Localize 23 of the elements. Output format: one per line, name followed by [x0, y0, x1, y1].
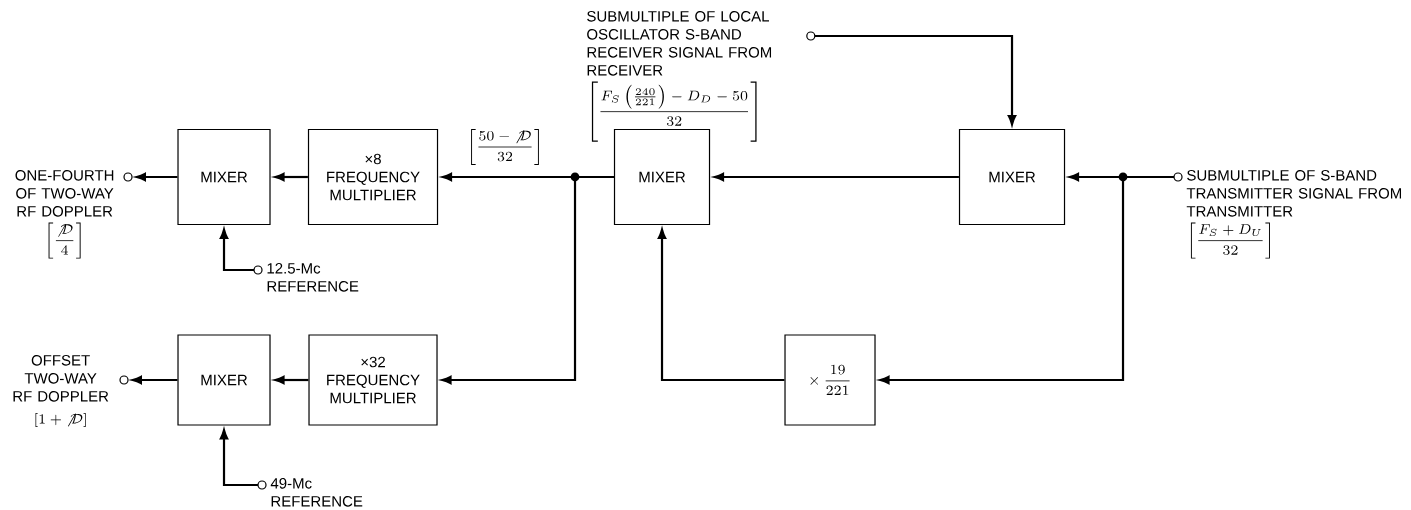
arrow — [219, 228, 254, 272]
mixer-box: MIXER — [613, 128, 711, 226]
terminal-label: OFFSET TWO-WAY RF DOPPLER $\left[1+{\not\mathcal{D}}\right]$ — [13, 355, 129, 427]
arrow — [131, 375, 178, 385]
arrow — [657, 228, 785, 382]
terminal-label: 12.5-Mc REFERENCE — [253, 263, 359, 292]
mixer-box: MIXER — [177, 128, 271, 226]
terminal-label: SUBMULTIPLE OF S-BAND TRANSMITTER SIGNAL FROM TRANSMITTER $\left[\frac{F_S+D_U}{32}\right]$ — [1173, 170, 1401, 259]
terminal-label: 49-Mc REFERENCE — [257, 478, 363, 507]
mixer-box: MIXER — [958, 128, 1066, 226]
arrow — [814, 34, 1017, 126]
arrow — [219, 429, 258, 487]
arrow — [274, 375, 309, 385]
multiplier-box: ×8 FREQUENCY MULTIPLIER — [307, 128, 439, 226]
arrow — [879, 175, 1174, 385]
multiplier-box: ×32 FREQUENCY MULTIPLIER — [308, 334, 438, 426]
arrow — [441, 175, 614, 385]
arrow — [135, 172, 178, 182]
arrow — [713, 172, 959, 182]
mixer-box: MIXER — [177, 334, 271, 426]
arrow — [274, 172, 308, 182]
terminal-label: ONE-FOURTH OF TWO-WAY RF DOPPLER $\left[\frac{{\not\mathcal{D}}}{4}\right]$ — [15, 170, 133, 259]
edge-label: $\left[\frac{50-{\not\mathcal{D}}}{32}\right]$ — [464, 127, 546, 167]
